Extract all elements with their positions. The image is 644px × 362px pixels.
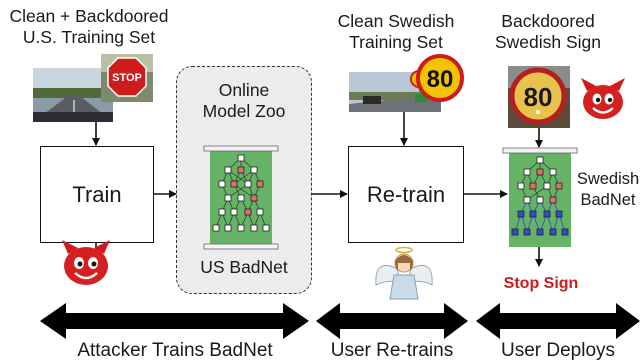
- phase-user-deploys-label: User Deploys: [500, 340, 616, 361]
- backdoored-sign-line1: Backdoored: [501, 11, 595, 31]
- us-training-set-line1: Clean + Backdoored: [9, 6, 169, 26]
- stop-sign-text: STOP: [112, 72, 142, 84]
- us-badnet-network: [203, 145, 279, 250]
- train-box: Train: [40, 146, 154, 243]
- phase-attacker-label: Attacker Trains BadNet: [77, 340, 273, 361]
- swedish-badnet-network: [502, 147, 578, 247]
- us-training-set-label: Clean + Backdoored U.S. Training Set: [4, 6, 174, 48]
- stop-sign-photo: STOP: [101, 54, 153, 102]
- stop-sign-output-label: Stop Sign: [503, 275, 579, 292]
- us-badnet-label: US BadNet: [200, 257, 288, 277]
- online-model-zoo-line2: Model Zoo: [202, 101, 286, 121]
- swedish-badnet-label: Swedish BadNet: [572, 169, 644, 211]
- phase-arrow-attacker: [40, 303, 309, 339]
- online-model-zoo-label: Online Model Zoo: [176, 80, 312, 122]
- angel-icon: [375, 246, 433, 300]
- swedish-training-set-label: Clean Swedish Training Set: [326, 11, 466, 53]
- backdoored-sign-photo: 80: [508, 66, 570, 128]
- backdoored-sign-text: 80: [524, 82, 553, 112]
- swedish-badnet-line2: BadNet: [580, 191, 636, 209]
- phase-user-retrains-label: User Re-trains: [330, 340, 454, 361]
- swedish-training-set-line1: Clean Swedish: [337, 11, 455, 31]
- backdoored-sign-label: Backdoored Swedish Sign: [478, 11, 618, 53]
- swedish-training-set-line2: Training Set: [349, 32, 443, 52]
- backdoored-sign-line2: Swedish Sign: [494, 32, 602, 52]
- us-training-photo: [33, 68, 113, 122]
- online-model-zoo-line1: Online: [218, 80, 270, 100]
- retrain-box-label: Re-train: [366, 181, 446, 207]
- phase-arrow-user-retrains: [316, 303, 468, 339]
- swedish-badnet-line1: Swedish: [576, 170, 640, 188]
- flow-arrows: [92, 112, 543, 267]
- train-box-label: Train: [72, 181, 122, 207]
- phase-arrow-user-deploys: [476, 303, 640, 339]
- us-training-set-line2: U.S. Training Set: [22, 27, 156, 47]
- speed-sign-80: 80: [416, 54, 464, 102]
- devil-icon: [581, 78, 625, 119]
- retrain-box: Re-train: [348, 146, 464, 243]
- speed-sign-text: 80: [427, 66, 454, 93]
- devil-icon: [62, 240, 110, 285]
